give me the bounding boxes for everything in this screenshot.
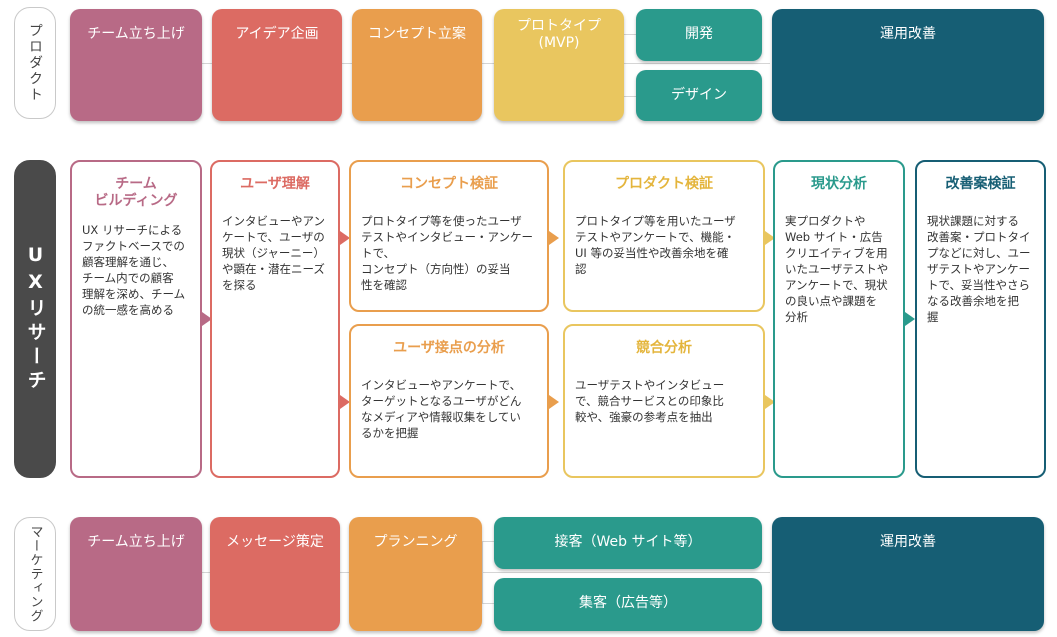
research-card-improvement-validation: 改善案検証 現状課題に対する 改善案・プロトタイ プなどに対し、ユー ザテストや…	[915, 160, 1046, 478]
marketing-step-label: 運用改善	[880, 534, 936, 550]
product-step-concept: コンセプト立案	[352, 9, 482, 121]
marketing-step-label: プランニング	[373, 534, 458, 550]
marketing-step-label: 接客（Web サイト等）	[554, 534, 702, 550]
marketing-step-label: メッセージ策定	[226, 534, 324, 550]
marketing-step-label: チーム立ち上げ	[87, 534, 185, 550]
card-title: ユーザ接点の分析	[393, 340, 505, 356]
card-title: ユーザ理解	[240, 176, 310, 192]
research-card-current-analysis: 現状分析 実プロダクトや Web サイト・広告 クリエイティブを用 いたユーザテ…	[773, 160, 905, 478]
research-card-team-building: チーム ビルディング UX リサーチによる ファクトベースでの 顧客理解を通じ、…	[70, 160, 202, 478]
arrow-icon	[340, 231, 350, 245]
marketing-branch-bottom	[482, 603, 494, 604]
product-branch-top	[622, 34, 636, 35]
marketing-branch-top	[482, 541, 494, 542]
arrow-icon	[905, 312, 915, 326]
card-body: インタビューやアンケートで、 ターゲットとなるユーザがどん なメディアや情報収集…	[361, 378, 522, 440]
product-step-prototype: プロトタイプ (MVP)	[494, 9, 624, 121]
arrow-icon	[202, 312, 212, 326]
card-body: インタビューやアン ケートで、ユーザの 現状（ジャーニー） や顕在・潜在ニーズ …	[222, 214, 326, 292]
product-row-label: プロダクト	[14, 7, 56, 119]
product-step-design: デザイン	[636, 70, 762, 121]
research-card-competitor-analysis: 競合分析 ユーザテストやインタビュー で、競合サービスとの印象比 較や、強豪の参…	[563, 324, 765, 478]
product-step-label: 運用改善	[880, 26, 936, 42]
card-body: 現状課題に対する 改善案・プロトタイ プなどに対し、ユー ザテストやアンケー ト…	[927, 214, 1031, 324]
research-row-label: UXリサーチ	[14, 160, 56, 478]
research-card-product-validation: プロダクト検証 プロトタイプ等を用いたユーザ テストやアンケートで、機能・ UI…	[563, 160, 765, 312]
research-card-touchpoint-analysis: ユーザ接点の分析 インタビューやアンケートで、 ターゲットとなるユーザがどん な…	[349, 324, 549, 478]
marketing-step-label: 集客（広告等）	[579, 595, 677, 611]
card-body: ユーザテストやインタビュー で、競合サービスとの印象比 較や、強豪の参考点を抽出	[575, 378, 725, 424]
card-title: 改善案検証	[945, 176, 1016, 192]
product-branch-bottom	[622, 96, 636, 97]
product-step-operations: 運用改善	[772, 9, 1044, 121]
product-step-idea-planning: アイデア企画	[212, 9, 342, 121]
research-card-concept-validation: コンセプト検証 プロトタイプ等を使ったユーザ テストやインタビュー・アンケー ト…	[349, 160, 549, 312]
product-step-label: 開発	[685, 26, 713, 42]
product-step-label: チーム立ち上げ	[87, 26, 185, 42]
research-card-user-understanding: ユーザ理解 インタビューやアン ケートで、ユーザの 現状（ジャーニー） や顕在・…	[210, 160, 340, 478]
card-body: UX リサーチによる ファクトベースでの 顧客理解を通じ、 チーム内での顧客 理…	[82, 223, 186, 317]
research-label-text: UXリサーチ	[24, 244, 47, 394]
arrow-icon	[765, 395, 775, 409]
card-body: プロトタイプ等を使ったユーザ テストやインタビュー・アンケー トで、 コンセプト…	[361, 214, 534, 292]
marketing-step-customer-service: 接客（Web サイト等）	[494, 517, 762, 569]
marketing-label-text: マーケティング	[27, 525, 43, 623]
product-step-team-launch: チーム立ち上げ	[70, 9, 202, 121]
card-title: 競合分析	[636, 340, 692, 356]
arrow-icon	[549, 231, 559, 245]
marketing-step-message: メッセージ策定	[210, 517, 340, 631]
marketing-step-planning: プランニング	[349, 517, 482, 631]
arrow-icon	[765, 231, 775, 245]
marketing-step-team-launch: チーム立ち上げ	[70, 517, 202, 631]
card-body: プロトタイプ等を用いたユーザ テストやアンケートで、機能・ UI 等の妥当性や改…	[575, 214, 736, 276]
card-title: プロダクト検証	[615, 176, 713, 192]
product-label-text: プロダクト	[27, 23, 43, 103]
arrow-icon	[340, 395, 350, 409]
marketing-step-acquisition: 集客（広告等）	[494, 578, 762, 631]
product-step-label: デザイン	[671, 87, 727, 103]
card-title: チーム ビルディング	[94, 176, 178, 209]
marketing-row-label: マーケティング	[14, 517, 56, 631]
product-step-label: コンセプト立案	[368, 26, 466, 42]
arrow-icon	[549, 395, 559, 409]
card-body: 実プロダクトや Web サイト・広告 クリエイティブを用 いたユーザテストや ア…	[785, 214, 889, 324]
marketing-branch-connector	[482, 541, 483, 603]
product-step-development: 開発	[636, 9, 762, 61]
marketing-step-operations: 運用改善	[772, 517, 1044, 631]
card-title: 現状分析	[811, 176, 867, 192]
product-step-label: プロトタイプ (MVP)	[517, 18, 601, 51]
card-title: コンセプト検証	[400, 176, 498, 192]
product-step-label: アイデア企画	[235, 26, 319, 42]
